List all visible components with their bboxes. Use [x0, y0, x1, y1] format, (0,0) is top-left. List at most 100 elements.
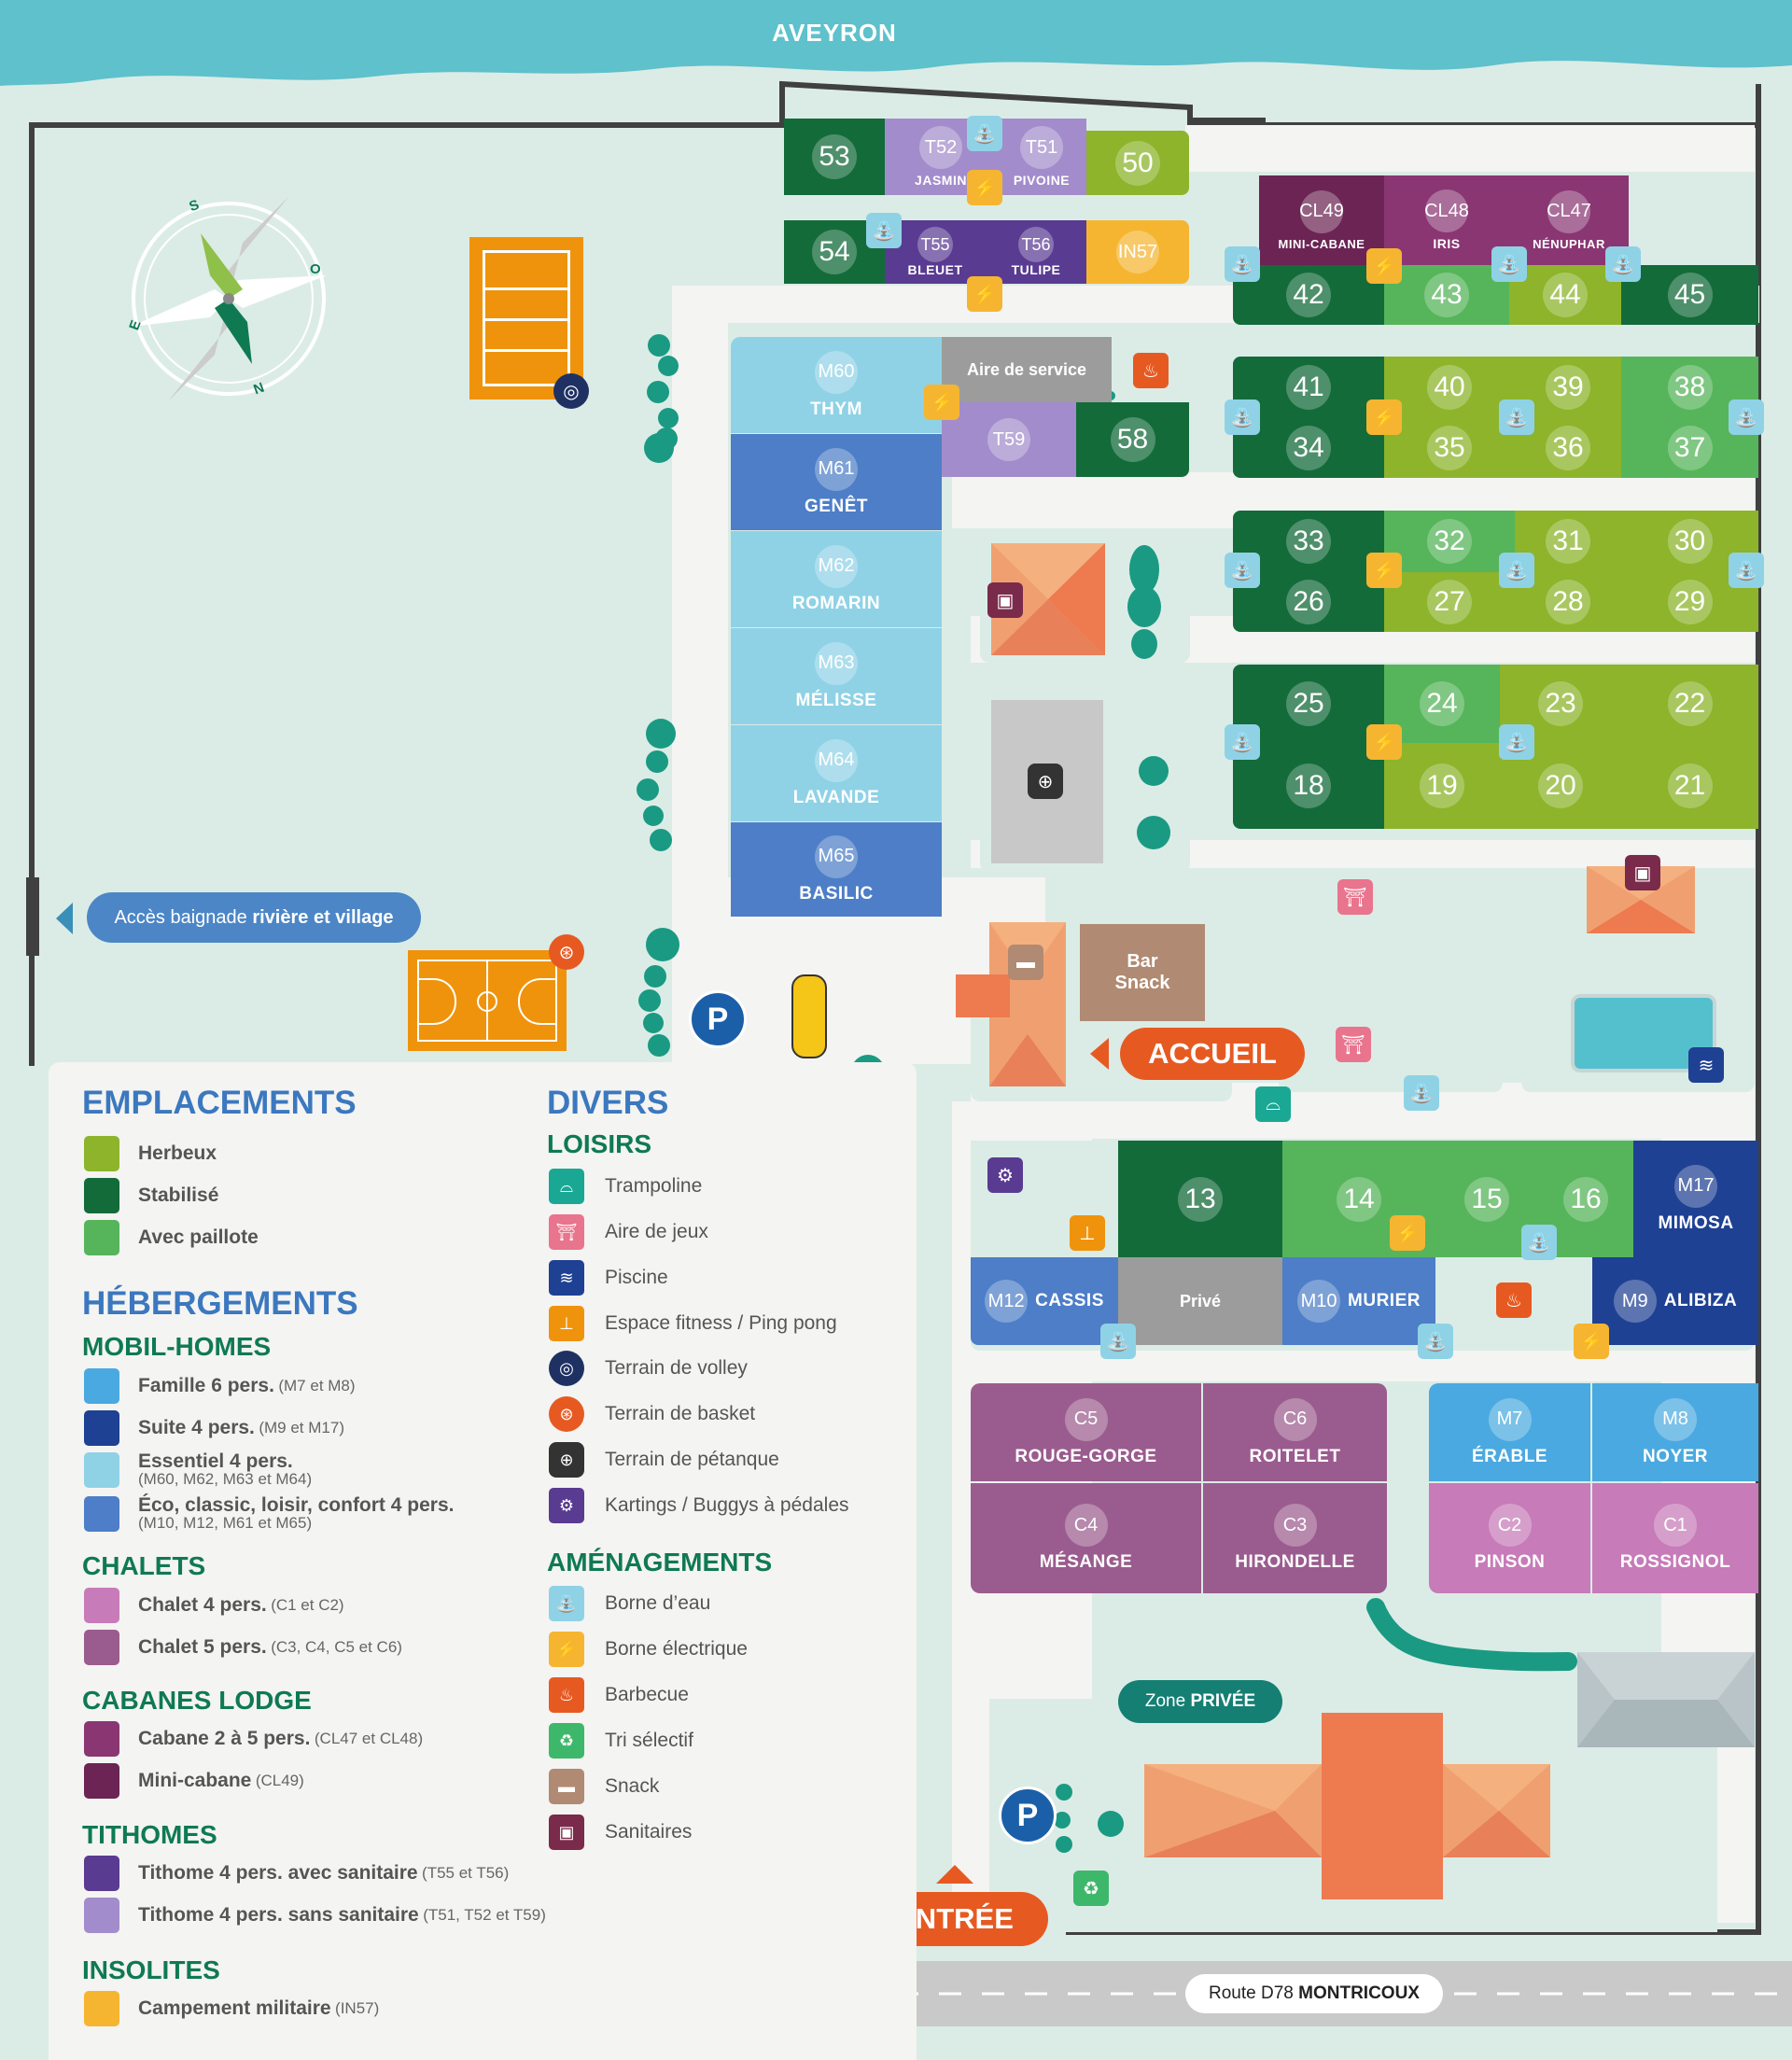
unit-name: NOYER	[1642, 1446, 1709, 1466]
barbecue-icon[interactable]: ♨	[1496, 1282, 1532, 1318]
electric-plug-icon[interactable]: ⚡	[924, 385, 959, 420]
plot-22[interactable]: 22	[1621, 665, 1758, 743]
plot-43[interactable]: 43	[1384, 265, 1509, 325]
water-tap-icon[interactable]: ⛲	[866, 213, 902, 248]
plot-32[interactable]: 32	[1384, 511, 1515, 572]
water-tap-icon[interactable]: ⛲	[1499, 553, 1534, 588]
plot-13[interactable]: 13	[1118, 1141, 1282, 1257]
water-tap-icon[interactable]: ⛲	[1225, 553, 1260, 588]
parking-sign[interactable]: P	[689, 990, 747, 1048]
water-tap-icon[interactable]: ⛲	[1605, 246, 1641, 282]
unit-in57[interactable]: IN57	[1086, 220, 1189, 284]
plot-39[interactable]: 39	[1515, 357, 1621, 418]
water-tap-icon[interactable]: ⛲	[967, 116, 1002, 151]
sanitary-icon[interactable]: ▣	[1625, 855, 1660, 890]
plot-18[interactable]: 18	[1233, 743, 1384, 829]
plot-31[interactable]: 31	[1515, 511, 1621, 572]
accueil-badge[interactable]: ACCUEIL	[1120, 1028, 1305, 1080]
water-tap-icon[interactable]: ⛲	[1729, 399, 1764, 435]
unit-name: ROUGE-GORGE	[1015, 1446, 1157, 1466]
barbecue-icon[interactable]: ♨	[1133, 353, 1169, 388]
water-tap-icon[interactable]: ⛲	[1418, 1324, 1453, 1359]
water-tap-icon[interactable]: ⛲	[1499, 724, 1534, 760]
pool-icon[interactable]: ≋	[1688, 1047, 1724, 1083]
basketball-icon[interactable]: ⊛	[549, 934, 584, 970]
water-tap-icon[interactable]: ⛲	[1499, 399, 1534, 435]
electric-plug-icon[interactable]: ⚡	[1390, 1215, 1425, 1251]
playground-icon[interactable]: ⛩	[1336, 1027, 1371, 1062]
trampoline-icon[interactable]: ⌓	[1255, 1086, 1291, 1122]
electric-plug-icon[interactable]: ⚡	[1366, 724, 1402, 760]
playground-icon[interactable]: ⛩	[1337, 879, 1373, 915]
electric-plug-icon[interactable]: ⚡	[967, 170, 1002, 205]
plot-42[interactable]: 42	[1233, 265, 1384, 325]
plot-33[interactable]: 33	[1233, 511, 1384, 572]
petanque-icon[interactable]: ⊕	[1028, 764, 1063, 799]
electric-plug-icon[interactable]: ⚡	[1574, 1324, 1609, 1359]
electric-plug-icon[interactable]: ⚡	[967, 276, 1002, 312]
water-tap-icon[interactable]: ⛲	[1225, 724, 1260, 760]
plot-53[interactable]: 53	[784, 119, 885, 195]
karting-icon[interactable]: ⚙	[987, 1157, 1023, 1193]
recycling-icon[interactable]: ♻	[1073, 1871, 1109, 1906]
water-tap-icon[interactable]: ⛲	[1729, 553, 1764, 588]
access-banner[interactable]: Accès baignade rivière et village	[87, 892, 421, 943]
plot-15[interactable]: 15	[1435, 1141, 1538, 1257]
water-tap-icon[interactable]: ⛲	[1404, 1075, 1439, 1111]
unit-code: C5	[1064, 1397, 1108, 1441]
plot-41[interactable]: 41	[1233, 357, 1384, 418]
snack-icon[interactable]: ▬	[1008, 945, 1043, 980]
electric-plug-icon[interactable]: ⚡	[1366, 248, 1402, 284]
plot-58[interactable]: 58	[1076, 402, 1189, 477]
plot-35[interactable]: 35	[1384, 418, 1515, 478]
plot-44[interactable]: 44	[1509, 265, 1621, 325]
plot-21[interactable]: 21	[1621, 743, 1758, 829]
plot-27[interactable]: 27	[1384, 572, 1515, 632]
electric-plug-icon[interactable]: ⚡	[1366, 399, 1402, 435]
plot-50[interactable]: 50	[1086, 131, 1189, 195]
plot-19[interactable]: 19	[1384, 743, 1500, 829]
plot-24[interactable]: 24	[1384, 665, 1500, 743]
bar-snack[interactable]: Bar Snack	[1080, 924, 1205, 1021]
water-tap-icon[interactable]: ⛲	[1100, 1324, 1136, 1359]
water-tap-icon[interactable]: ⛲	[1521, 1225, 1557, 1260]
sanitary-icon[interactable]: ▣	[987, 582, 1023, 618]
parking-sign-2[interactable]: P	[999, 1787, 1057, 1844]
electric-plug-icon[interactable]: ⚡	[1366, 553, 1402, 588]
water-tap-icon[interactable]: ⛲	[1225, 246, 1260, 282]
unit-t59[interactable]: T59	[942, 402, 1076, 477]
water-tap-icon[interactable]: ⛲	[1491, 246, 1527, 282]
fitness-icon[interactable]: ⊥	[1070, 1215, 1105, 1251]
water-tap-icon[interactable]: ⛲	[1225, 399, 1260, 435]
volleyball-icon[interactable]: ◎	[553, 373, 589, 409]
plot-45[interactable]: 45	[1621, 265, 1758, 325]
plot-29[interactable]: 29	[1621, 572, 1758, 632]
plot-28[interactable]: 28	[1515, 572, 1621, 632]
private-label: Privé	[1179, 1291, 1222, 1310]
plot-40[interactable]: 40	[1384, 357, 1515, 418]
plot-37[interactable]: 37	[1621, 418, 1758, 478]
